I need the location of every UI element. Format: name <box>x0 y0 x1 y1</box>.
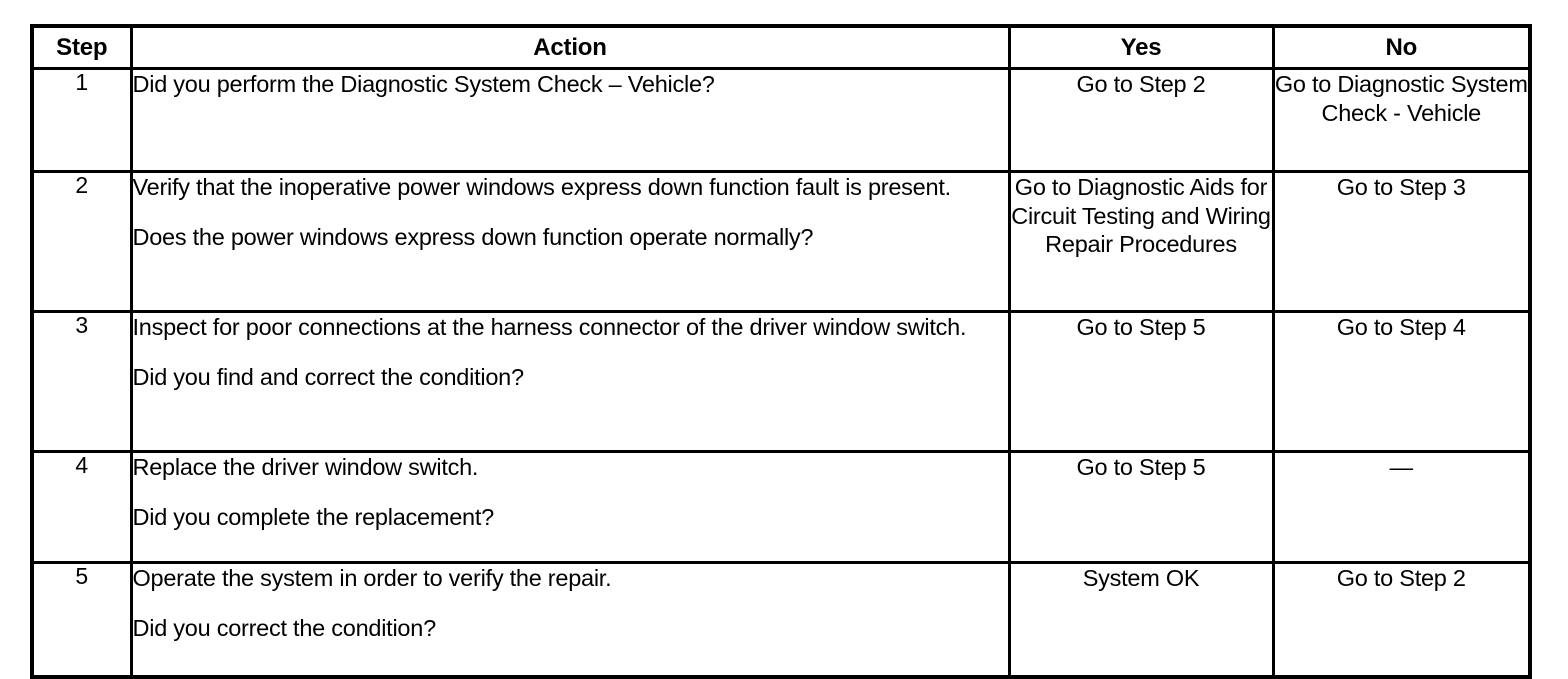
action-description: Replace the driver window switch. Did yo… <box>129 450 1011 564</box>
step-number: 2 <box>30 170 133 313</box>
action-line-spacer <box>133 342 1008 363</box>
step-number: 4 <box>30 450 133 564</box>
step-number: 5 <box>30 561 133 679</box>
action-description: Verify that the inoperative power window… <box>129 170 1011 313</box>
yes-result: Go to Step 2 <box>1007 67 1275 173</box>
no-result: Go to Step 3 <box>1271 170 1532 313</box>
diagnostic-trouble-tree-table: Step Action Yes No 1 Did you perform the… <box>30 24 1532 679</box>
action-description: Operate the system in order to verify th… <box>129 561 1011 679</box>
action-line-spacer <box>133 593 1008 614</box>
no-result: Go to Step 4 <box>1271 310 1532 453</box>
action-line-primary: Verify that the inoperative power window… <box>132 174 952 200</box>
action-description: Did you perform the Diagnostic System Ch… <box>129 67 1011 173</box>
table-row: 1 Did you perform the Diagnostic System … <box>30 67 1532 173</box>
yes-result: Go to Step 5 <box>1007 450 1275 564</box>
yes-result: System OK <box>1007 561 1275 679</box>
action-line-primary: Inspect for poor connections at the harn… <box>132 314 967 340</box>
column-header-action: Action <box>129 24 1011 70</box>
action-line-spacer <box>133 202 1008 223</box>
table-row: 4 Replace the driver window switch. Did … <box>30 450 1532 564</box>
yes-result: Go to Diagnostic Aids for Circuit Testin… <box>1007 170 1275 313</box>
step-number: 3 <box>30 310 133 453</box>
action-line-question: Did you correct the condition? <box>132 615 437 642</box>
action-line-spacer <box>133 482 1008 503</box>
table-header-row: Step Action Yes No <box>30 24 1532 70</box>
no-result: — <box>1271 450 1532 564</box>
diagnostic-table-container: Step Action Yes No 1 Did you perform the… <box>30 24 1532 679</box>
action-description: Inspect for poor connections at the harn… <box>129 310 1011 453</box>
action-line-primary: Operate the system in order to verify th… <box>132 565 612 591</box>
step-number: 1 <box>30 67 133 173</box>
action-line-question: Does the power windows express down func… <box>132 224 814 251</box>
action-line-question: Did you find and correct the condition? <box>132 364 525 391</box>
column-header-no: No <box>1271 24 1532 70</box>
action-line-question: Did you complete the replacement? <box>132 504 495 531</box>
table-row: 5 Operate the system in order to verify … <box>30 561 1532 679</box>
no-result: Go to Step 2 <box>1271 561 1532 679</box>
action-line-primary: Did you perform the Diagnostic System Ch… <box>132 71 715 97</box>
column-header-step: Step <box>30 24 133 70</box>
action-line-primary: Replace the driver window switch. <box>132 454 479 480</box>
yes-result: Go to Step 5 <box>1007 310 1275 453</box>
column-header-yes: Yes <box>1007 24 1275 70</box>
table-row: 2 Verify that the inoperative power wind… <box>30 170 1532 313</box>
table-row: 3 Inspect for poor connections at the ha… <box>30 310 1532 453</box>
no-result: Go to Diagnostic System Check - Vehicle <box>1271 67 1532 173</box>
